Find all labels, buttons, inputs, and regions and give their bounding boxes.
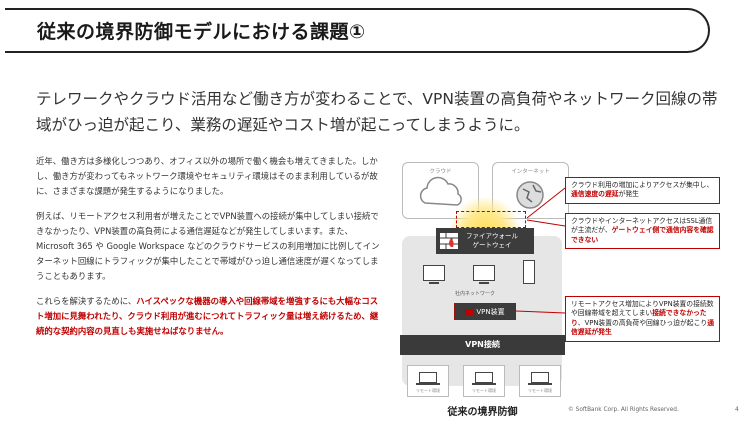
callout-3-text: リモートアクセス増加によりVPN装置の接続数や回線帯域を超えてしまい — [571, 300, 714, 318]
remote-label: リモート環境 — [472, 388, 496, 393]
ssl-traffic-marker — [456, 211, 526, 228]
body-paragraph-3: これらを解決するために、ハイスペックな機器の導入や回線帯域を増強するにも大幅なコ… — [36, 294, 386, 339]
server-icon — [523, 260, 535, 284]
title-bar — [5, 8, 710, 53]
desktop-icon — [423, 265, 445, 281]
vpn-connection: VPN接続 — [400, 335, 565, 355]
body-text: 近年、働き方は多様化しつつあり、オフィス以外の場所で働く機会も増えてきました。し… — [36, 154, 386, 349]
laptop-icon — [531, 372, 549, 383]
page-number: 4 — [735, 406, 739, 413]
callout-2-text: クラウドやインターネットアクセスはSSL通信が主流だが、 — [571, 217, 713, 235]
remote-label: リモート環境 — [416, 388, 440, 393]
firewall-label-1: ファイアウォール — [466, 232, 518, 240]
internet-label: インターネット — [511, 169, 550, 175]
body-paragraph-3-highlight: ハイスペックな機器の導入や回線帯域を増強するにも大幅なコスト増加に見舞われたり、… — [36, 296, 379, 336]
body-paragraph-1: 近年、働き方は多様化しつつあり、オフィス以外の場所で働く機会も増えてきました。し… — [36, 156, 378, 196]
network-diagram: クラウド インターネット ファイアウォール ゲートウェイ 社内ネットワーク VP… — [395, 158, 750, 422]
callout-2-highlight: ゲートウェイ側で通信内容を確認できない — [571, 226, 714, 244]
cloud-label: クラウド — [429, 169, 452, 175]
callout-ssl: クラウドやインターネットアクセスはSSL通信が主流だが、ゲートウェイ側で通信内容… — [565, 213, 720, 250]
firewall-label-2: ゲートウェイ — [472, 241, 512, 249]
laptop-icon — [475, 372, 493, 383]
remote-laptop: リモート環境 — [407, 365, 449, 397]
desktop-stand — [429, 282, 439, 284]
callout-bandwidth: クラウド利用の増加によりアクセスが集中し、通信速度の遅延が発生 — [565, 177, 720, 204]
copyright: © SoftBank Corp. All Rights Reserved. — [568, 407, 679, 413]
desktop-stand — [479, 282, 489, 284]
firewall-icon — [440, 233, 458, 249]
vpn-device-label: VPN装置 — [476, 308, 505, 316]
page-title: 従来の境界防御モデルにおける課題① — [37, 21, 366, 43]
callout-1-text: クラウド利用の増加によりアクセスが集中し、 — [571, 181, 714, 189]
callout-vpn: リモートアクセス増加によりVPN装置の接続数や回線帯域を超えてしまい接続できなか… — [565, 296, 720, 342]
remote-laptop: リモート環境 — [519, 365, 561, 397]
callout-3-highlight-1: 接続できなかったり — [571, 309, 707, 327]
headline: テレワークやクラウド活用など働き方が変わることで、VPN装置の高負荷やネットワー… — [36, 90, 718, 134]
cloud-icon — [419, 176, 462, 206]
callout-3-middle: 、VPN装置の高負荷や回線ひっ迫が起こり — [577, 318, 708, 327]
vpn-device: VPN装置 — [454, 303, 516, 320]
body-paragraph-3-text: これらを解決するために、 — [36, 296, 137, 306]
desktop-icon — [473, 265, 495, 281]
body-paragraph-2: 例えば、リモートアクセス利用者が増えたことでVPN装置への接続が集中してしまい接… — [36, 211, 380, 281]
remote-laptop: リモート環境 — [463, 365, 505, 397]
callout-1-highlight: 通信速度の遅延 — [571, 190, 619, 199]
remote-label: リモート環境 — [528, 388, 552, 393]
callout-3-highlight-2: 通信遅延が発生 — [571, 318, 714, 337]
diagram-caption: 従来の境界防御 — [447, 407, 518, 418]
callout-1-tail: が発生 — [618, 190, 639, 199]
firewall-gateway: ファイアウォール ゲートウェイ — [436, 228, 534, 254]
network-label: 社内ネットワーク — [455, 291, 496, 297]
laptop-icon — [419, 372, 437, 383]
